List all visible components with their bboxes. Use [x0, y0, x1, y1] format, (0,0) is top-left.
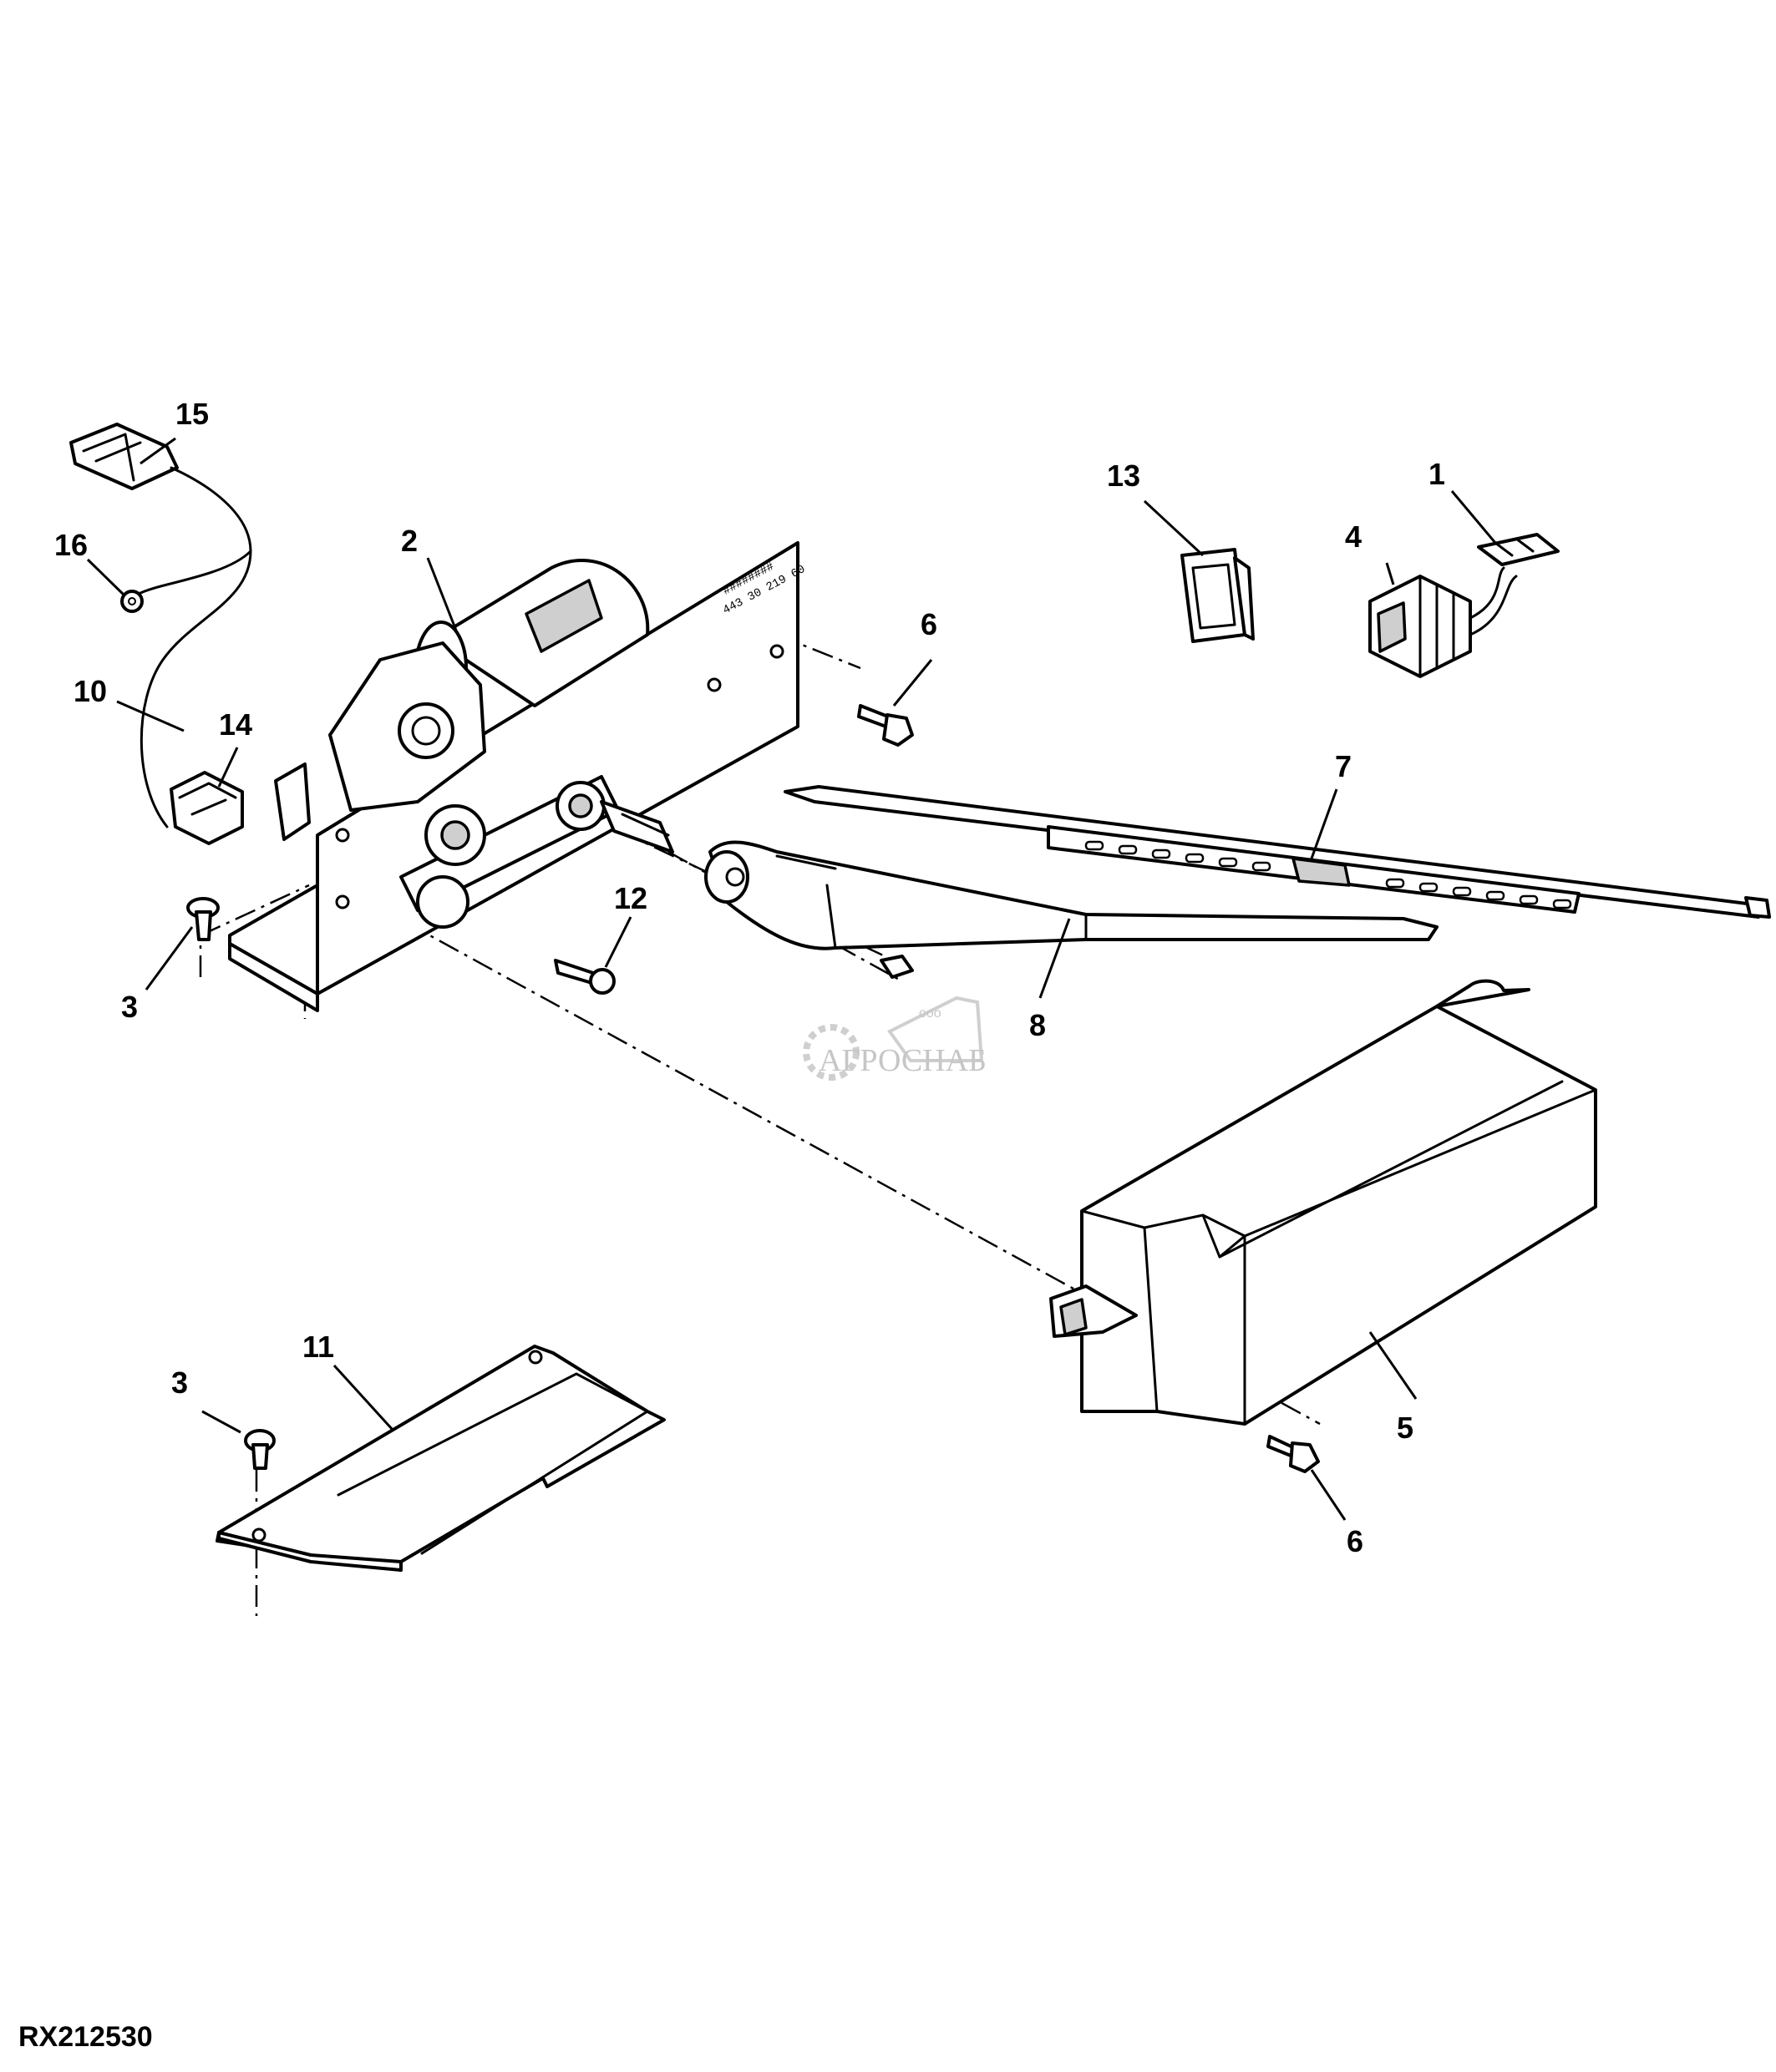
screw-6-upper	[857, 704, 914, 747]
callout-11: 11	[302, 1330, 334, 1364]
figure-id: RX212530	[18, 2021, 153, 2053]
callout-labels: 1 2 3 3 4 5 6 6 7 8 10 11 12 13 14 15 16	[54, 397, 1445, 1558]
callout-2: 2	[401, 524, 418, 558]
switch-bezel	[1180, 548, 1255, 643]
callout-13: 13	[1107, 458, 1140, 493]
wiper-arm	[704, 840, 1439, 979]
watermark-logo: ооо АГРОСНАБ	[803, 995, 987, 1081]
callout-3-lower: 3	[171, 1365, 188, 1400]
mounting-plate	[216, 1345, 666, 1572]
wiper-motor: 443 30 219 60 ########	[228, 541, 808, 1012]
callout-8: 8	[1029, 1008, 1046, 1042]
callout-6-lower: 6	[1347, 1524, 1363, 1558]
callout-3-upper: 3	[121, 990, 138, 1024]
callout-16: 16	[54, 528, 88, 562]
callout-4: 4	[1345, 519, 1362, 554]
rocker-switch	[1368, 533, 1560, 678]
screw-12	[554, 959, 616, 995]
callout-6-upper: 6	[921, 607, 937, 641]
screw-upper	[186, 897, 220, 941]
wiring-harness	[69, 423, 252, 845]
callout-7: 7	[1335, 749, 1352, 783]
callout-15: 15	[175, 397, 209, 431]
screw-6-lower	[1266, 1435, 1320, 1473]
callout-5: 5	[1397, 1411, 1413, 1445]
callout-12: 12	[614, 881, 647, 915]
callout-14: 14	[219, 707, 252, 742]
watermark-small-text: ооо	[919, 1006, 941, 1021]
motor-cover	[1049, 979, 1597, 1426]
wiper-blade	[784, 785, 1771, 919]
callout-10: 10	[74, 674, 107, 708]
leader-lines	[86, 437, 1497, 1521]
watermark-text: АГРОСНАБ	[819, 1043, 987, 1078]
callout-1: 1	[1428, 457, 1445, 491]
